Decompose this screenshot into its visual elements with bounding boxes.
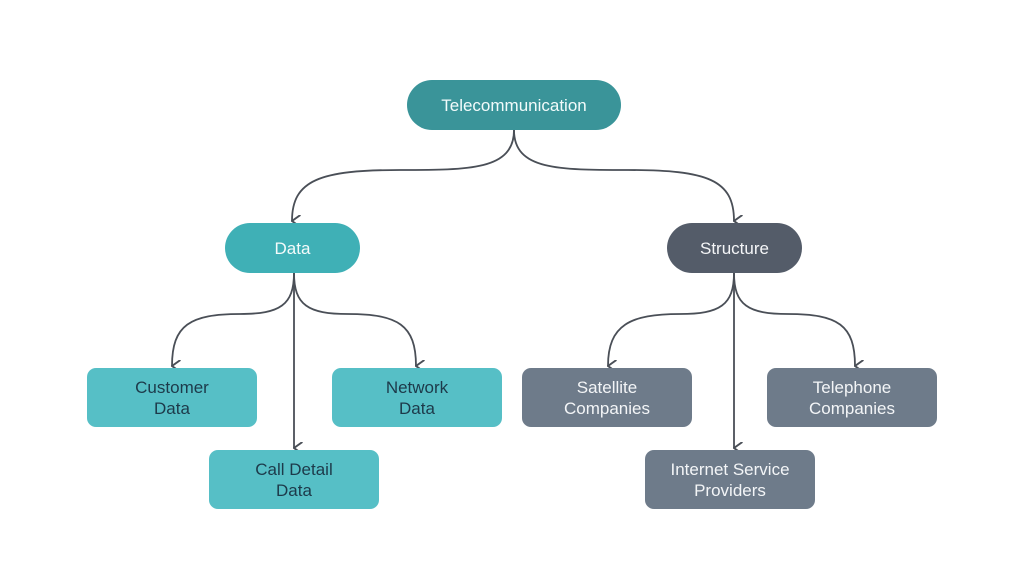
node-label: Internet Service Providers [670,459,790,500]
node-label: Telecommunication [441,95,587,115]
edge-telecom-data [292,129,515,221]
node-telephone-companies: Telephone Companies [767,368,937,427]
edge-structure-satellite [608,272,735,366]
node-structure: Structure [667,223,802,273]
node-call-detail-data: Call Detail Data [209,450,379,509]
node-network-data: Network Data [332,368,502,427]
edge-telecom-structure [513,129,734,221]
node-label: Call Detail Data [255,459,333,500]
node-customer-data: Customer Data [87,368,257,427]
node-label: Data [274,238,311,258]
node-satellite-companies: Satellite Companies [522,368,692,427]
edge-data-network [293,272,416,366]
node-label: Customer Data [135,377,209,418]
node-label: Network Data [385,377,449,418]
node-data: Data [225,223,360,273]
edge-data-customer [172,272,295,366]
node-label: Satellite Companies [564,377,650,418]
node-internet-service-providers: Internet Service Providers [645,450,815,509]
node-telecommunication: Telecommunication [407,80,621,130]
edge-structure-telephone [733,272,855,366]
node-label: Telephone Companies [809,377,895,418]
node-label: Structure [700,238,769,258]
